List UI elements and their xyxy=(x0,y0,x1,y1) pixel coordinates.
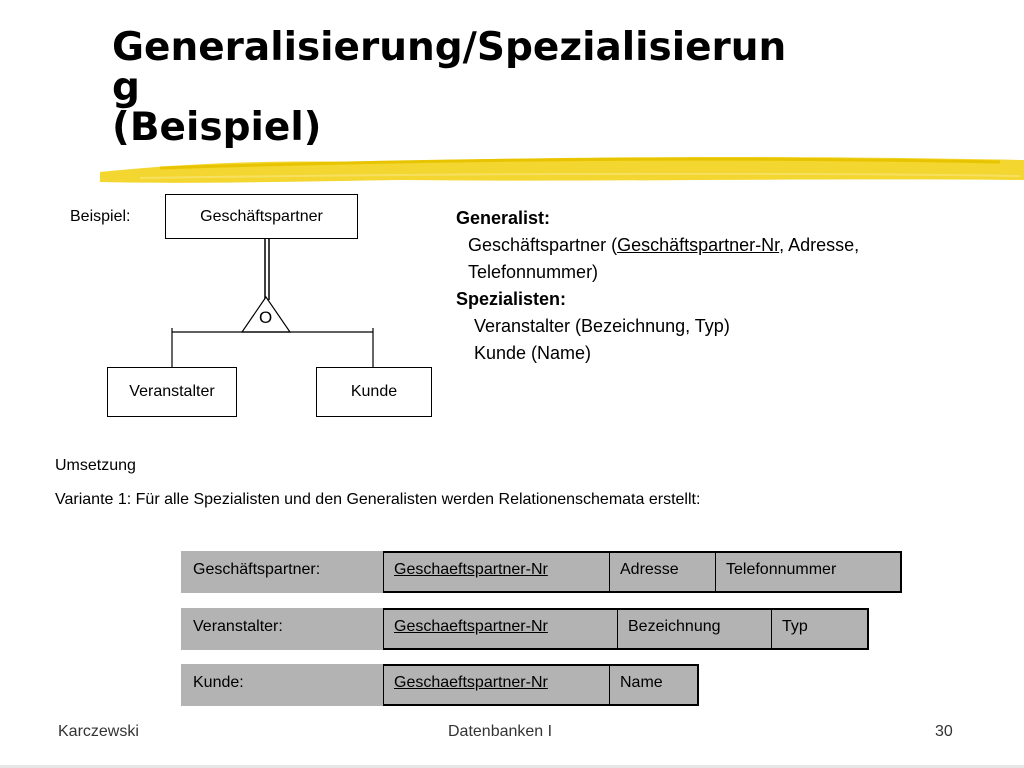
footer-page-number: 30 xyxy=(935,723,953,740)
specialist-schema-1: Veranstalter (Bezeichnung, Typ) xyxy=(474,316,730,336)
entity-specialist-left: Veranstalter xyxy=(107,367,237,417)
relation-attributes: Geschaeftspartner-Nr Adresse Telefonnumm… xyxy=(383,551,902,593)
primary-key-attribute: Geschaeftspartner-Nr xyxy=(384,553,610,591)
attribute: Typ xyxy=(782,618,808,635)
implementation-heading: Umsetzung xyxy=(55,457,136,474)
isa-symbol: O xyxy=(259,308,273,327)
generalization-description: Generalist: Geschäftspartner (Geschäftsp… xyxy=(456,205,859,367)
title-highlight-stroke xyxy=(100,156,1024,183)
entity-generalist: Geschäftspartner xyxy=(165,194,358,239)
relation-name: Kunde: xyxy=(181,664,383,706)
specialist-schema-2: Kunde (Name) xyxy=(474,343,592,363)
relation-name: Veranstalter: xyxy=(181,608,383,650)
generalist-schema-line2: Telefonnummer) xyxy=(468,262,599,282)
generalist-name: Geschäftspartner ( xyxy=(468,235,618,255)
specialists-heading: Spezialisten: xyxy=(456,289,567,309)
generalist-rest: , Adresse, xyxy=(779,235,860,255)
attribute: Adresse xyxy=(610,553,716,591)
entity-specialist-right: Kunde xyxy=(316,367,432,417)
relation-name: Geschäftspartner: xyxy=(181,551,383,593)
attribute: Name xyxy=(620,674,663,691)
footer-author: Karczewski xyxy=(58,723,139,740)
implementation-variant: Variante 1: Für alle Spezialisten und de… xyxy=(55,491,701,508)
attribute: Telefonnummer xyxy=(726,561,837,578)
title-line-3: (Beispiel) xyxy=(112,105,322,150)
diagram-label: Beispiel: xyxy=(70,208,131,225)
title-line-1: Generalisierung/Spezialisierun xyxy=(112,25,787,70)
generalist-schema: Geschäftspartner (Geschäftspartner-Nr, A… xyxy=(456,232,859,259)
footer-course: Datenbanken I xyxy=(448,723,553,740)
relation-attributes: Geschaeftspartner-Nr Name xyxy=(383,664,699,706)
attribute: Bezeichnung xyxy=(618,610,772,648)
title-line-2: g xyxy=(112,65,140,110)
generalist-heading: Generalist: xyxy=(456,208,551,228)
generalist-key: Geschäftspartner-Nr xyxy=(617,235,780,255)
relation-attributes: Geschaeftspartner-Nr Bezeichnung Typ xyxy=(383,608,869,650)
footer-divider xyxy=(0,765,1024,768)
page-title: Generalisierung/Spezialisierun g (Beispi… xyxy=(112,28,892,148)
primary-key-attribute: Geschaeftspartner-Nr xyxy=(384,610,618,648)
primary-key-attribute: Geschaeftspartner-Nr xyxy=(384,666,610,704)
